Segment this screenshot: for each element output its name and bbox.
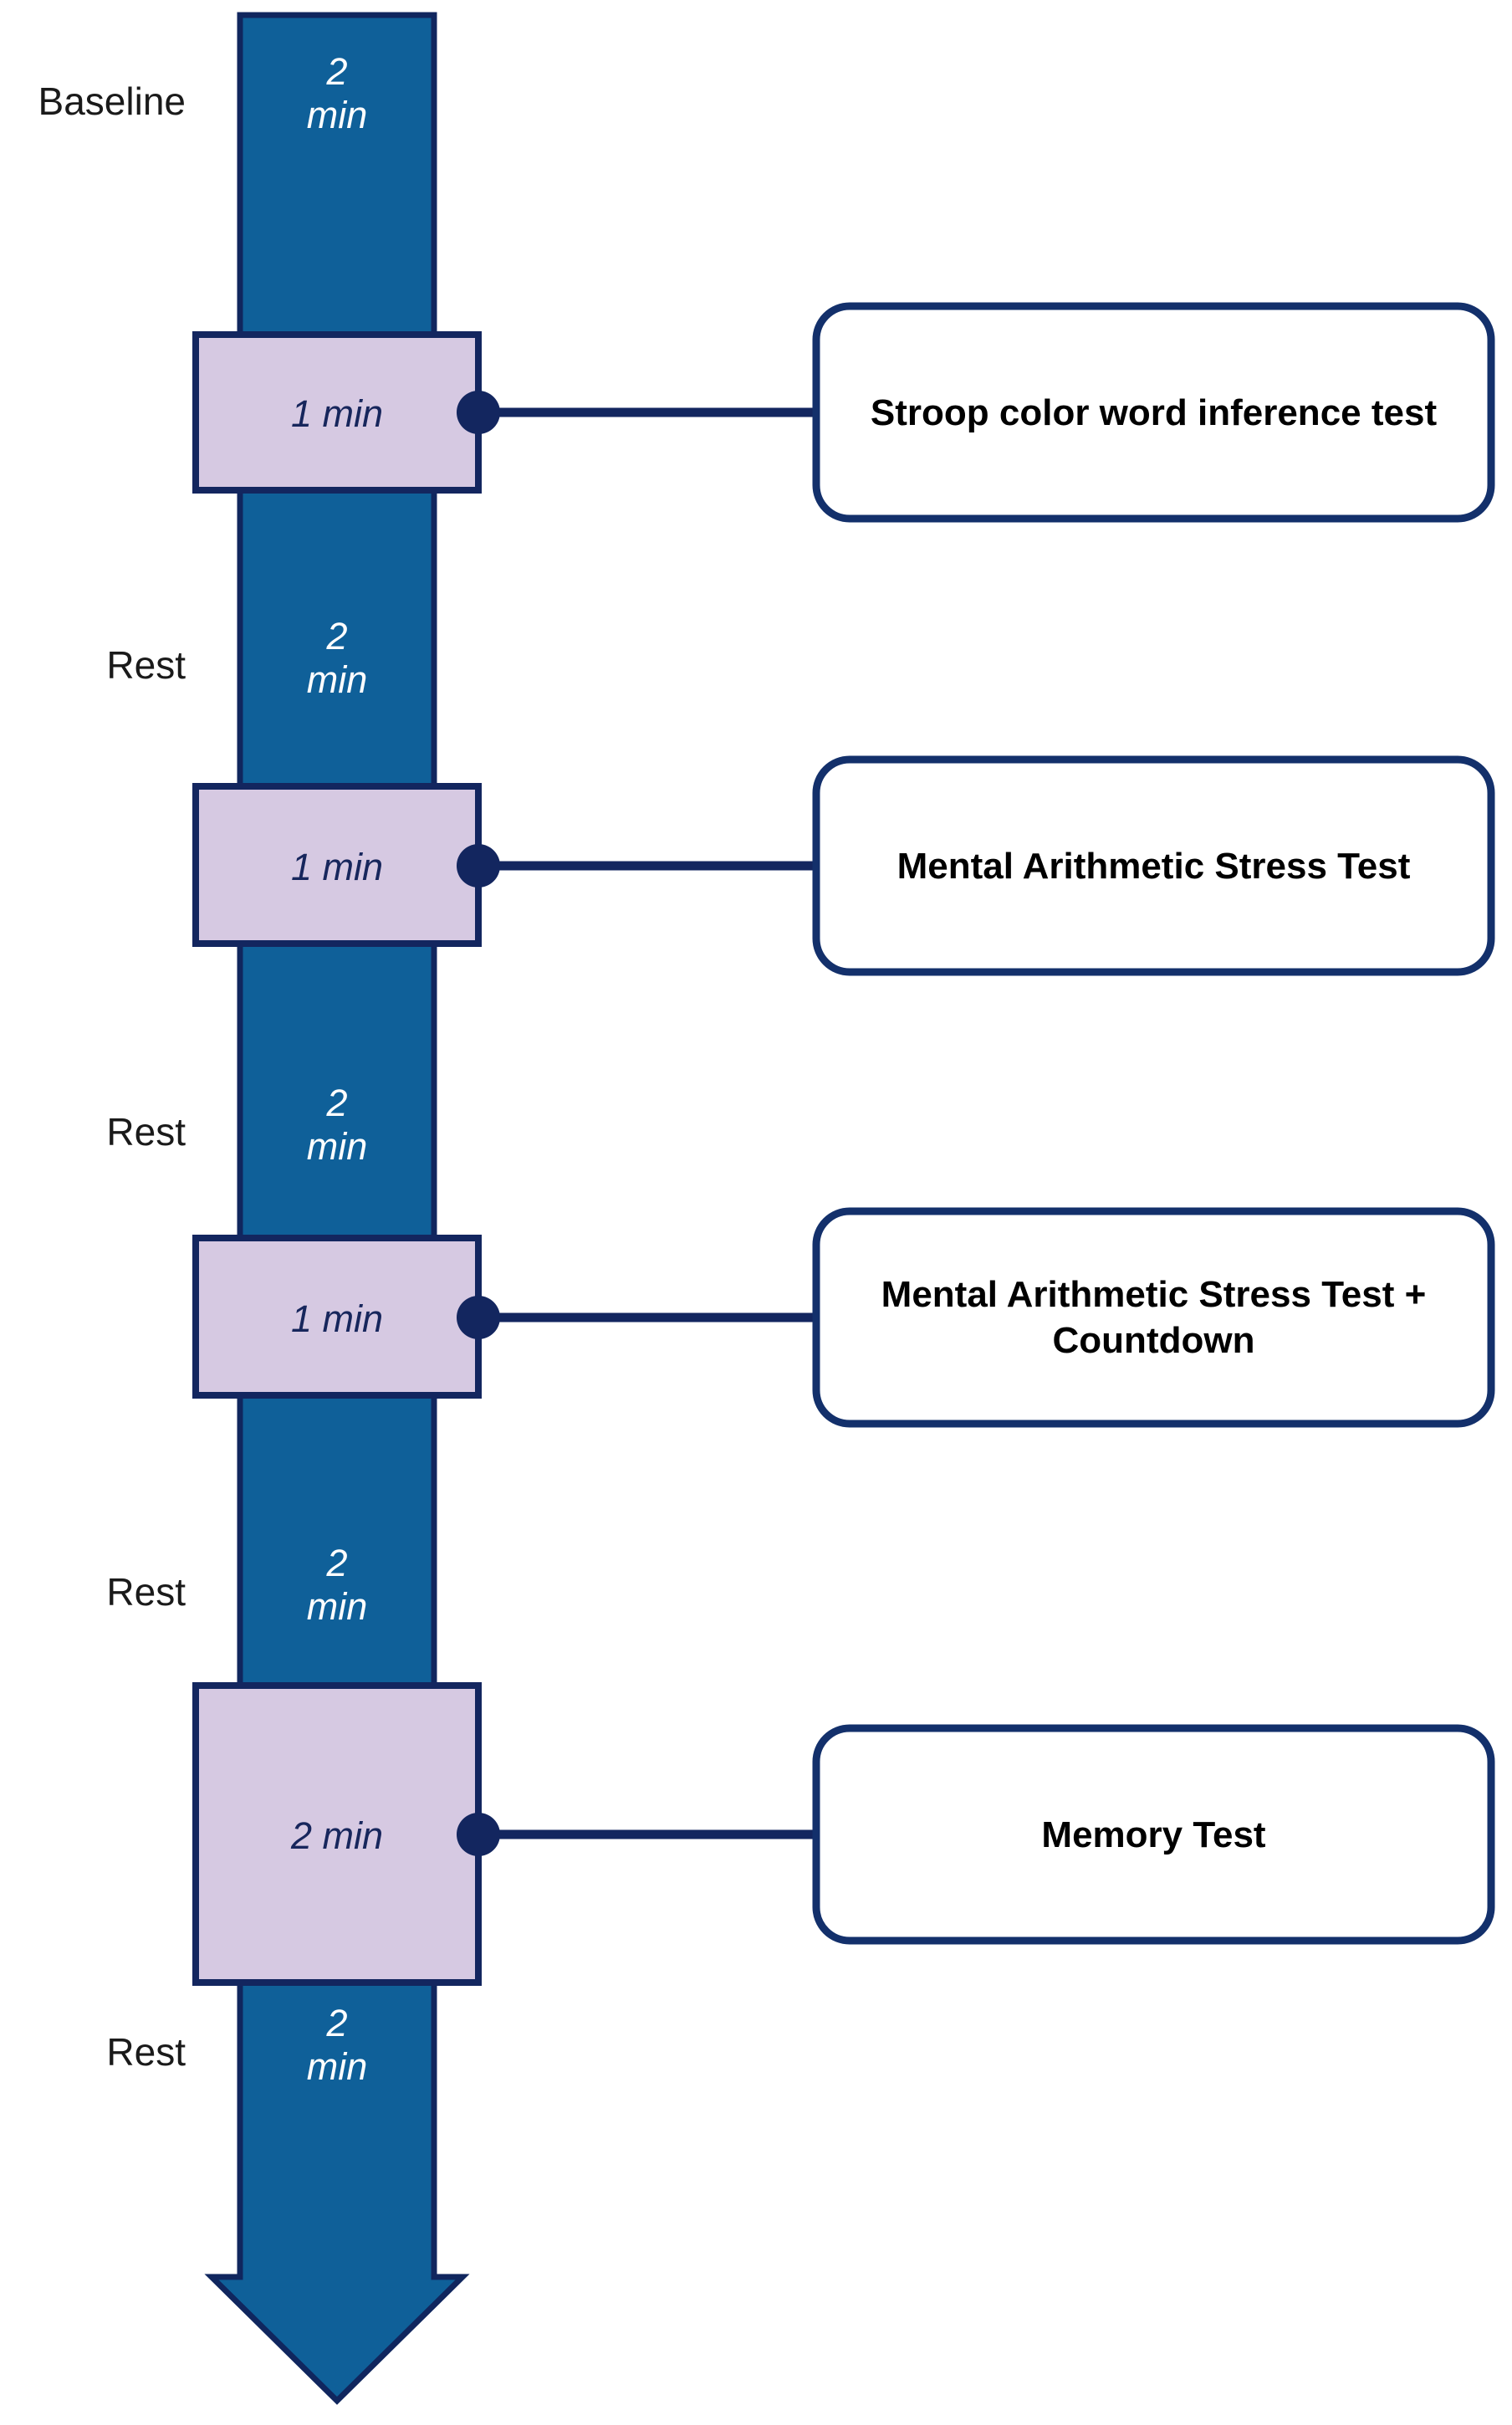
rest-duration-2: 2 min (240, 1082, 434, 1169)
callout-box-stroop[interactable] (812, 302, 1495, 523)
phase-label-rest-3: Rest (106, 1570, 186, 1614)
callout-label-mast-countdown[interactable]: Mental Arithmetic Stress Test + Countdow… (881, 1274, 1427, 1361)
rest-duration-3: 2 min (240, 1542, 434, 1629)
rest-duration-4: 2 min (240, 2002, 434, 2089)
callout-label-memory[interactable]: Memory Test (1041, 1814, 1266, 1855)
rest-duration-value-3: 2 (326, 1542, 348, 1584)
rest-duration-value-4: 2 (326, 2002, 348, 2044)
callout-box-memory[interactable] (812, 1724, 1495, 1945)
task-duration-3: 1 min (290, 1297, 384, 1340)
rest-duration-baseline: 2 min (240, 50, 434, 137)
callout-boxes (812, 302, 1495, 1945)
connector-dot-2 (457, 844, 500, 888)
rest-duration-value-1: 2 (326, 615, 348, 657)
rest-duration-unit-3: min (306, 1585, 368, 1629)
connector-dots (457, 391, 500, 1856)
task-block-3[interactable] (192, 1235, 482, 1399)
connector-dot-4 (457, 1813, 500, 1856)
rest-duration-unit-0: min (306, 94, 368, 137)
rest-duration-value-2: 2 (326, 1082, 348, 1124)
phase-label-baseline: Baseline (38, 79, 186, 123)
callout-label-stroop[interactable]: Stroop color word inference test (870, 391, 1438, 433)
phase-label-rest-4: Rest (106, 2030, 186, 2074)
task-blocks (192, 331, 482, 1986)
task-duration-1: 1 min (290, 392, 384, 435)
callout-box-mast-countdown[interactable] (812, 1207, 1495, 1428)
task-block-2[interactable] (192, 783, 482, 947)
rest-duration-unit-2: min (306, 1125, 368, 1169)
callout-label-mast[interactable]: Mental Arithmetic Stress Test (896, 845, 1411, 887)
rest-duration-unit-1: min (306, 658, 368, 702)
phase-label-rest-1: Rest (106, 643, 186, 687)
rest-duration-1: 2 min (240, 615, 434, 702)
rest-duration-unit-4: min (306, 2045, 368, 2089)
callout-box-mast[interactable] (812, 755, 1495, 976)
task-duration-2: 1 min (290, 846, 384, 888)
connector-lines (478, 407, 820, 1839)
phase-label-rest-2: Rest (106, 1110, 186, 1154)
rest-duration-value-0: 2 (326, 50, 348, 93)
task-duration-4: 2 min (290, 1814, 384, 1857)
connector-dot-1 (457, 391, 500, 434)
connector-dot-3 (457, 1296, 500, 1339)
